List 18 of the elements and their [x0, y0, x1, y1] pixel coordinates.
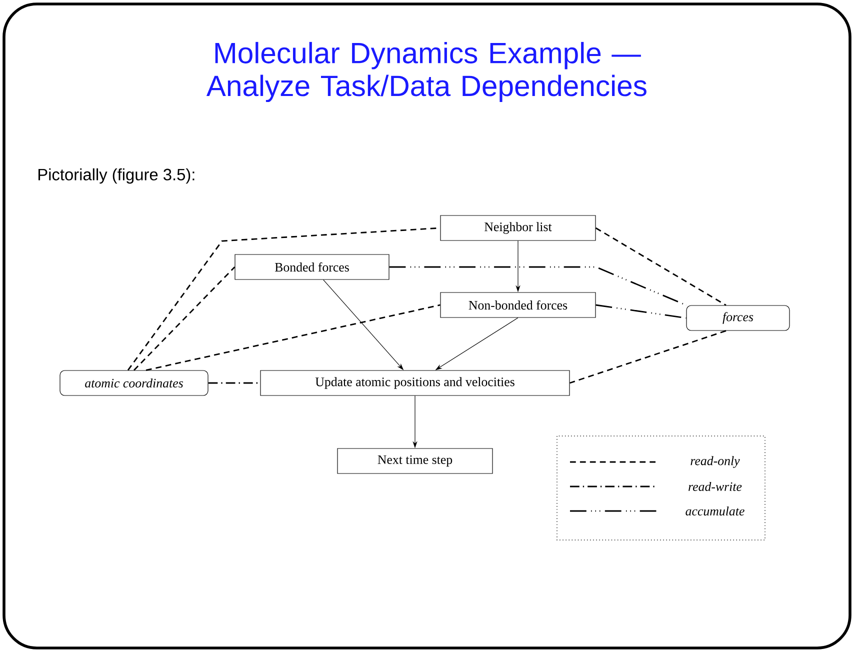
legend-label: accumulate — [686, 506, 744, 516]
data-box: atomic coordinates — [60, 370, 208, 396]
data-box: forces — [686, 305, 790, 331]
task-box: Next time step — [337, 448, 493, 474]
task-box: Non-bonded forces — [440, 292, 596, 318]
dependency-line — [570, 330, 726, 384]
legend-label: read-write — [688, 482, 742, 492]
task-box: Neighbor list — [440, 215, 596, 241]
task-box: Update atomic positions and velocities — [260, 370, 570, 396]
dependency-line — [595, 227, 726, 306]
legend-label: read-only — [690, 456, 740, 468]
dependency-line — [134, 266, 236, 371]
body-text: Pictorially (figure 3.5): — [38, 168, 194, 184]
dependency-line — [208, 382, 260, 384]
task-box: Bonded forces — [234, 254, 390, 280]
slide-title: Molecular Dynamics Example — Analyze Task/Data Dependencies — [206, 42, 646, 102]
dependency-line — [146, 304, 440, 371]
dependency-line — [596, 304, 686, 319]
